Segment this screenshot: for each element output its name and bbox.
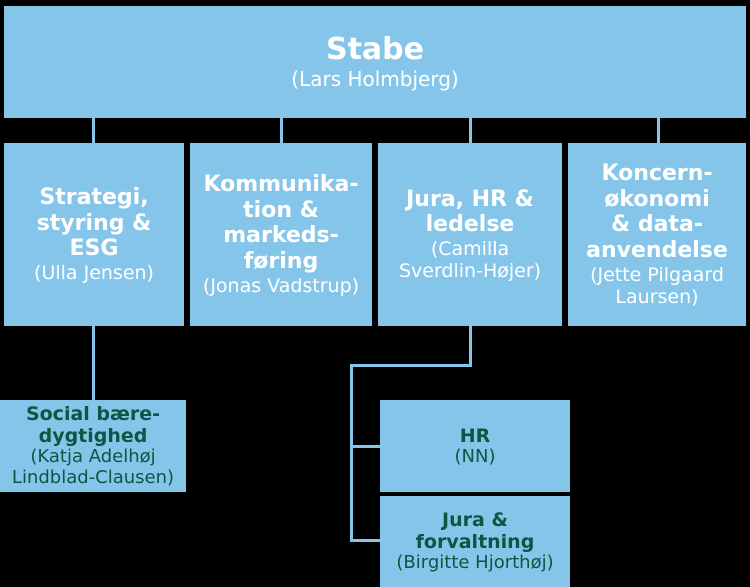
org-node-koncernoekonomi-dataanvendelse-person: (Jette Pilgaard Laursen) — [590, 263, 724, 308]
org-node-stabe[interactable]: Stabe (Lars Holmbjerg) — [4, 6, 746, 118]
org-node-jura-hr-ledelse-title: Jura, HR & ledelse — [406, 186, 534, 238]
connector-trunk-to-juraforvaltning — [350, 539, 382, 542]
org-node-hr[interactable]: HR (NN) — [380, 400, 570, 492]
connector-jura-trunk — [350, 364, 353, 542]
connector-root-to-jura — [469, 118, 472, 145]
org-node-jura-forvaltning[interactable]: Jura & forvaltning (Birgitte Hjorthøj) — [380, 496, 570, 587]
org-node-jura-forvaltning-person: (Birgitte Hjorthøj) — [396, 552, 554, 574]
org-node-strategi-styring-esg[interactable]: Strategi, styring & ESG (Ulla Jensen) — [4, 143, 184, 326]
org-node-hr-person: (NN) — [454, 445, 496, 467]
org-node-social-baeredygtighed-person: (Katja Adelhøj Lindblad-Clausen) — [11, 446, 175, 489]
org-node-stabe-person: (Lars Holmbjerg) — [291, 66, 459, 91]
org-node-jura-forvaltning-title: Jura & forvaltning — [415, 509, 535, 554]
connector-strategi-to-social — [92, 326, 95, 402]
org-node-jura-hr-ledelse[interactable]: Jura, HR & ledelse (Camilla Sverdlin-Høj… — [378, 143, 562, 326]
connector-root-to-strategi — [92, 118, 95, 145]
connector-root-to-koncern — [657, 118, 660, 145]
org-node-hr-title: HR — [459, 424, 491, 447]
connector-jura-crossbar — [350, 364, 472, 367]
org-node-koncernoekonomi-dataanvendelse-title: Koncern- økonomi & data- anvendelse — [586, 161, 728, 263]
org-node-kommunikation-markedsfoering-title: Kommunika- tion & markeds- føring — [203, 172, 359, 274]
org-node-stabe-title: Stabe — [325, 32, 424, 67]
org-node-social-baeredygtighed[interactable]: Social bære- dygtighed (Katja Adelhøj Li… — [0, 400, 186, 492]
org-node-kommunikation-markedsfoering[interactable]: Kommunika- tion & markeds- føring (Jonas… — [190, 143, 372, 326]
connector-jura-downstem — [469, 326, 472, 367]
org-node-social-baeredygtighed-title: Social bære- dygtighed — [25, 403, 161, 448]
org-node-strategi-styring-esg-person: (Ulla Jensen) — [34, 261, 154, 284]
connector-trunk-to-hr — [350, 445, 382, 448]
org-node-strategi-styring-esg-title: Strategi, styring & ESG — [36, 185, 152, 262]
org-node-kommunikation-markedsfoering-person: (Jonas Vadstrup) — [202, 274, 360, 297]
org-node-jura-hr-ledelse-person: (Camilla Sverdlin-Højer) — [398, 237, 542, 283]
connector-root-to-kommunikation — [280, 118, 283, 145]
org-node-koncernoekonomi-dataanvendelse[interactable]: Koncern- økonomi & data- anvendelse (Jet… — [568, 143, 746, 326]
